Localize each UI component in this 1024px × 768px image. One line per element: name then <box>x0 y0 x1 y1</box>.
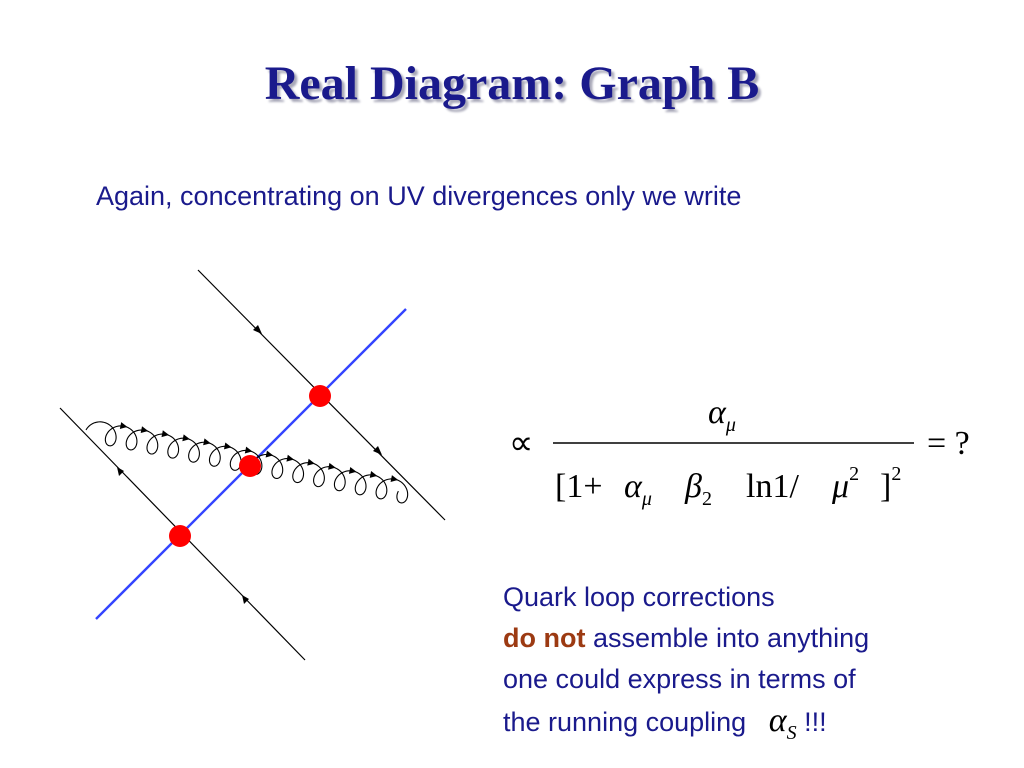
gluon-arrow-4 <box>182 434 190 442</box>
formula-den-alpha: αμ <box>624 468 652 510</box>
gluon-arrow-11 <box>328 462 336 470</box>
note-line-4: the running coupling αS !!! <box>503 700 869 754</box>
note-line-4-pre: the running coupling <box>503 707 747 737</box>
arrow-upper-1 <box>253 325 262 334</box>
gluon-arrow-8 <box>265 450 274 458</box>
arrow-lower-1 <box>117 467 124 476</box>
quark-loop-note: Quark loop corrections do not assemble i… <box>503 577 869 754</box>
arrow-upper-2 <box>373 446 382 455</box>
gluon-arrow-12 <box>348 466 357 474</box>
gluon-arrow-10 <box>307 458 315 466</box>
note-line-1: Quark loop corrections <box>503 582 775 612</box>
note-line-4-post: !!! <box>804 707 827 737</box>
slide-title: Real Diagram: Graph B <box>264 57 760 110</box>
vertex-middle <box>239 455 261 477</box>
gluon-arrow-9 <box>286 454 294 462</box>
vertex-top <box>309 385 331 407</box>
vertex-bottom <box>169 525 191 547</box>
gluon-arrow-5 <box>203 438 211 446</box>
note-line-3: one could express in terms of <box>503 664 856 694</box>
note-line-2: do not assemble into anything <box>503 618 869 659</box>
formula-rhs: = ? <box>927 425 970 462</box>
gluon-line <box>85 421 409 504</box>
gluon-arrow-6 <box>223 442 232 450</box>
formula-proportional: ∝ <box>509 425 533 462</box>
gluon-arrow-13 <box>369 471 378 478</box>
gluon-arrow-7 <box>244 446 253 454</box>
formula-numerator: αμ <box>708 394 736 436</box>
formula-den-mu: μ2 <box>831 463 859 505</box>
arrow-lower-2 <box>242 595 249 604</box>
formula-den-ln: ln1/ <box>746 468 799 505</box>
alpha-s-symbol: αS <box>768 702 797 744</box>
gluon-arrow-14 <box>390 475 399 482</box>
gluon-arrow-1 <box>119 422 128 429</box>
gluon-arrows <box>119 422 399 482</box>
formula-den-beta: β2 <box>684 468 712 510</box>
note-line-2-rest: assemble into anything <box>585 623 870 653</box>
formula-den-close: ]2 <box>880 463 901 505</box>
formula-den-open: [1+ <box>555 468 603 505</box>
gluon-arrow-2 <box>140 426 149 434</box>
gluon-arrow-3 <box>161 430 170 438</box>
formula: ∝ αμ [1+ αμ β2 ln1/ μ2 ]2 = ? <box>509 394 970 510</box>
slide-subtitle: Again, concentrating on UV divergences o… <box>96 181 742 211</box>
note-emphasis: do not <box>503 623 586 653</box>
